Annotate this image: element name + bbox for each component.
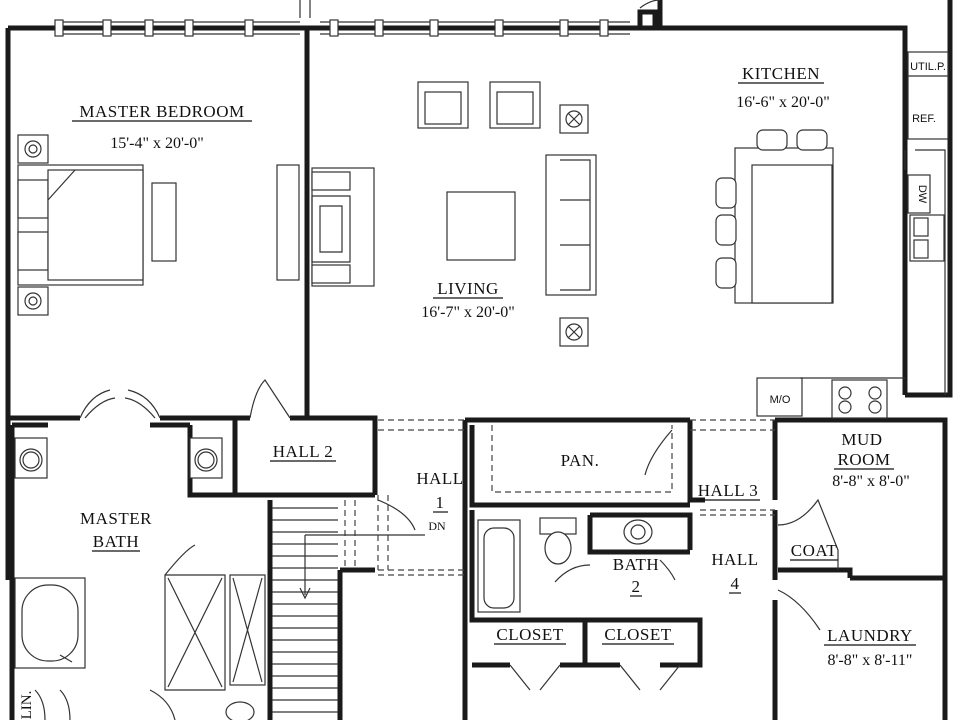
mud-room-name-1: MUD [841, 430, 882, 449]
hall4-name: HALL [711, 550, 758, 569]
labels: MASTER BEDROOM 15'-4" x 20'-0" LIVING 16… [19, 61, 946, 719]
pantry-name: PAN. [561, 451, 600, 470]
living-furniture [417, 81, 597, 347]
openings [299, 419, 775, 600]
kitchen-dim: 16'-6" x 20'-0" [736, 94, 829, 111]
master-bath-name-2: BATH [93, 532, 139, 551]
util-label: UTIL.P. [910, 61, 946, 73]
lin-name: LIN. [19, 691, 35, 720]
ref-label: REF. [912, 113, 936, 125]
mud-room-name-2: ROOM [837, 450, 890, 469]
master-bedroom-furniture [17, 134, 375, 419]
master-bedroom-dim: 15'-4" x 20'-0" [110, 135, 203, 152]
bath2-num: 2 [632, 577, 641, 596]
laundry-name: LAUNDRY [827, 626, 913, 645]
closet-left-name: CLOSET [496, 625, 563, 644]
dw-label: DW [916, 185, 928, 204]
laundry-dim: 8'-8" x 8'-11" [828, 652, 913, 669]
master-bedroom-name: MASTER BEDROOM [79, 102, 244, 121]
kitchen-name: KITCHEN [742, 64, 820, 83]
hall2-name: HALL 2 [273, 442, 333, 461]
windows [54, 0, 661, 37]
master-bath-fixtures [14, 437, 266, 720]
master-bath-name-1: MASTER [80, 509, 152, 528]
stairs [272, 507, 338, 713]
hall1-num: 1 [436, 493, 445, 512]
doors [34, 397, 839, 720]
coat-name: COAT [791, 541, 838, 560]
hall3-name: HALL 3 [698, 481, 758, 500]
bath2-name: BATH [613, 555, 659, 574]
hall1-dn: DN [428, 519, 446, 533]
mo-label: M/O [770, 394, 791, 406]
living-name: LIVING [437, 279, 499, 298]
closet-right-name: CLOSET [604, 625, 671, 644]
mud-room-dim: 8'-8" x 8'-0" [832, 473, 909, 490]
hall4-num: 4 [731, 574, 740, 593]
kitchen-fixtures [715, 51, 949, 419]
bath2-fixtures [477, 517, 676, 613]
hall1-name: HALL [416, 469, 463, 488]
living-dim: 16'-7" x 20'-0" [421, 304, 514, 321]
